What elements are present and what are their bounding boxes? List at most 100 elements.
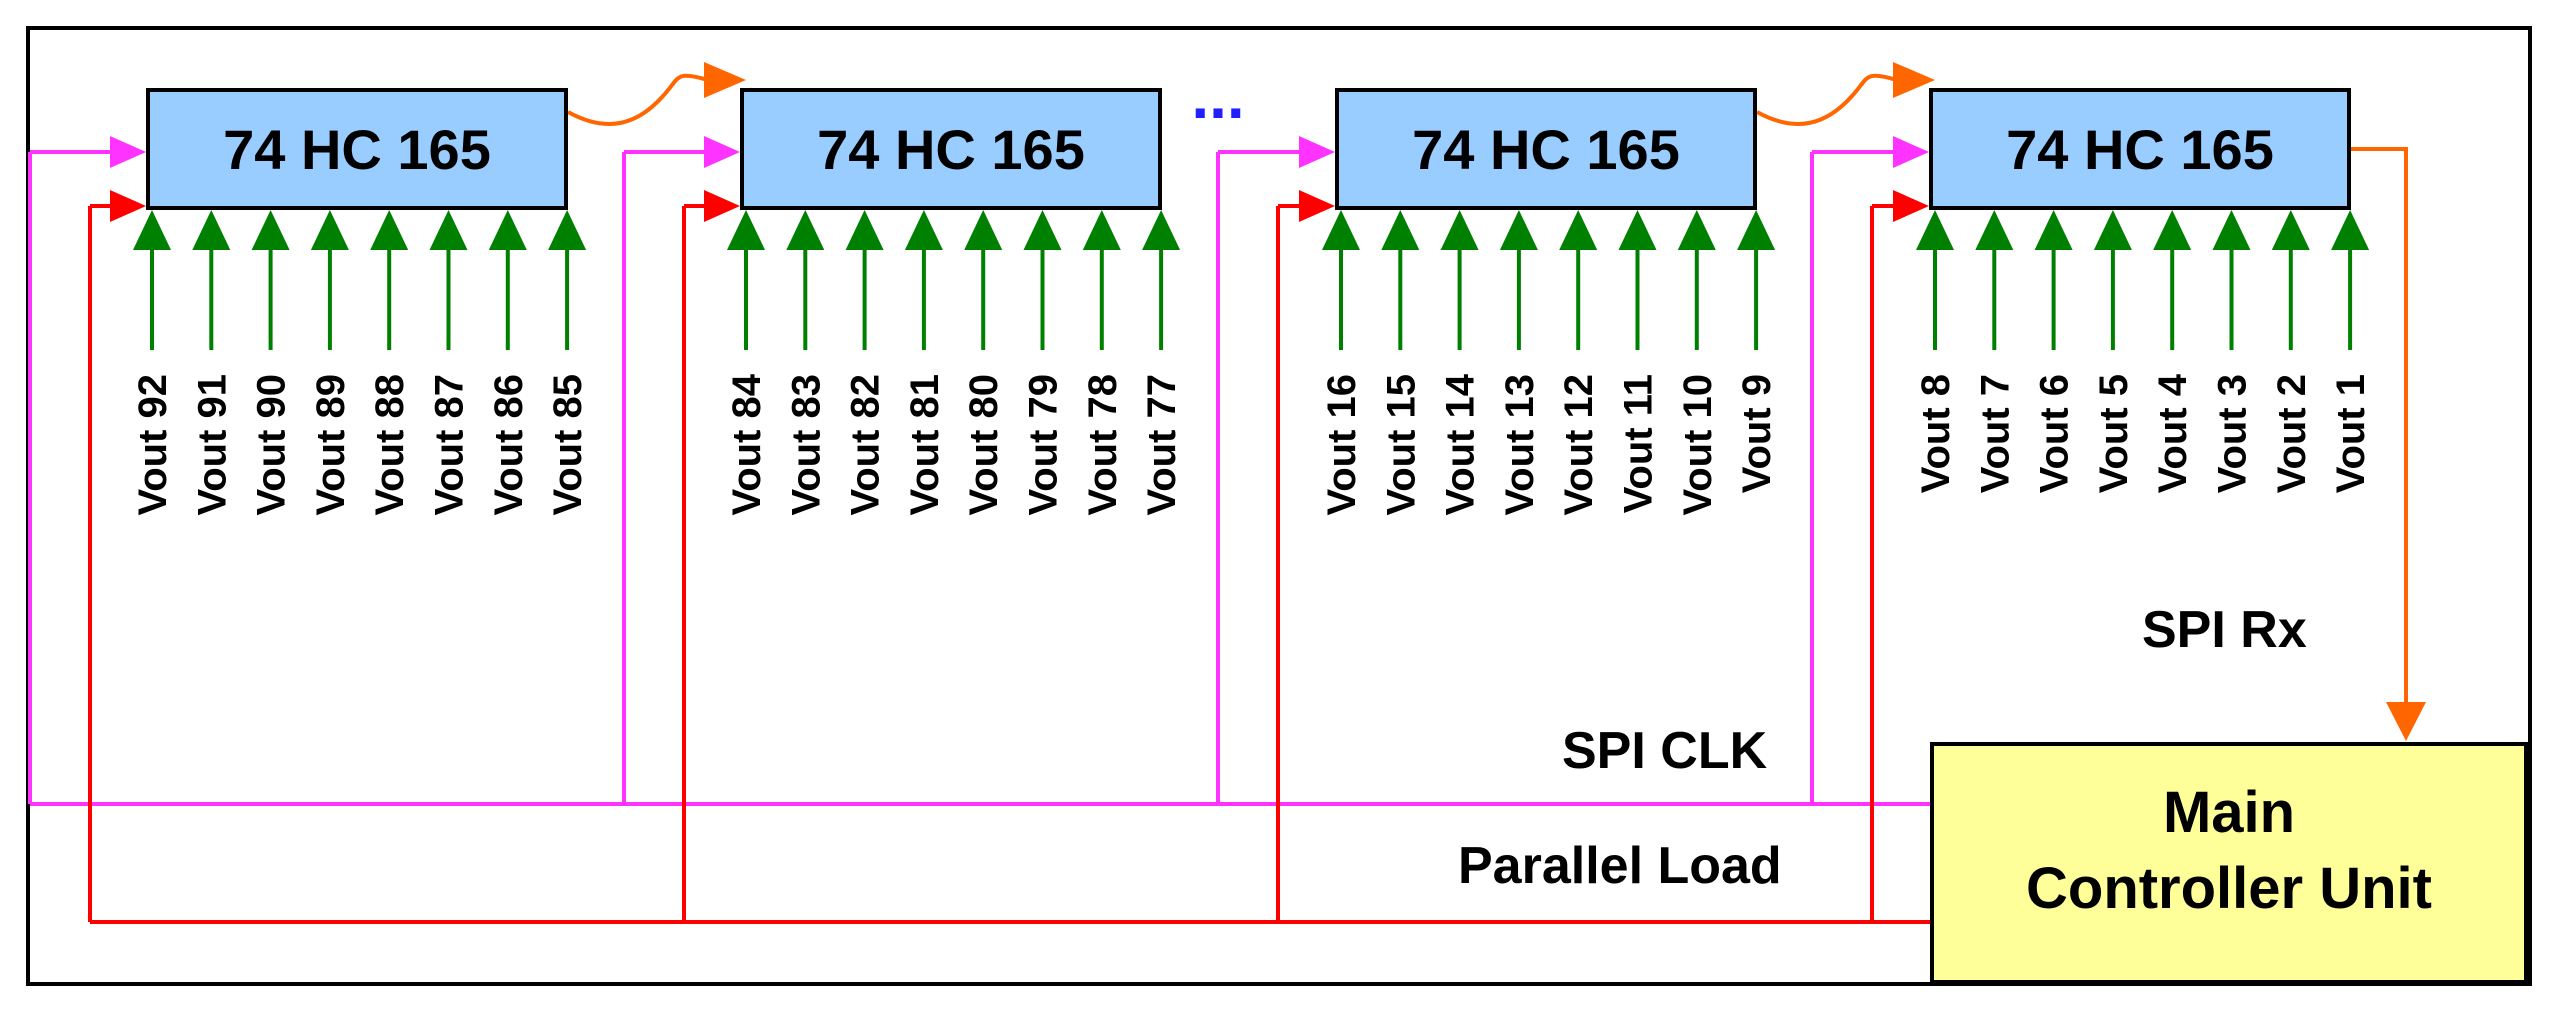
vout-label: Vout 6	[2033, 374, 2077, 493]
input-arrowhead	[845, 210, 884, 250]
chip-label: 74 HC 165	[223, 118, 491, 181]
input-arrowhead	[2153, 210, 2192, 250]
input-arrowhead	[310, 210, 349, 250]
input-arrowhead	[1322, 210, 1360, 250]
input-arrowhead	[133, 210, 171, 250]
input-arrowhead	[1677, 210, 1716, 250]
vout-label: Vout 10	[1676, 374, 1720, 516]
vout-label: Vout 77	[1140, 374, 1184, 516]
vout-label: Vout 13	[1498, 374, 1542, 516]
controller-box	[1930, 742, 2528, 984]
vout-label: Vout 1	[2329, 374, 2373, 493]
parallel-load-arrowhead	[1893, 190, 1929, 222]
input-arrowhead	[1737, 210, 1776, 250]
vout-label: Vout 3	[2211, 374, 2255, 493]
input-arrowhead	[1499, 210, 1538, 250]
vout-label: Vout 90	[250, 374, 294, 516]
vout-label: Vout 91	[190, 374, 234, 516]
vout-label: Vout 86	[487, 374, 531, 516]
input-arrowhead	[251, 210, 290, 250]
input-arrowhead	[1023, 210, 1062, 250]
serial-data-link	[567, 73, 709, 126]
controller-label-line1: Main	[2163, 780, 2295, 845]
input-arrowhead	[1082, 210, 1121, 250]
parallel-load-arrowhead	[110, 190, 146, 222]
input-arrowhead	[1440, 210, 1479, 250]
vout-label: Vout 89	[309, 374, 353, 516]
spi-rx-line	[2349, 147, 2408, 705]
chip-body	[146, 88, 568, 210]
input-arrowhead	[429, 210, 468, 250]
vout-label: Vout 81	[903, 374, 947, 516]
chip-body	[740, 88, 1162, 210]
vout-label: Vout 16	[1320, 374, 1364, 516]
vout-label: Vout 15	[1379, 374, 1423, 516]
serial-data-arrowhead	[704, 62, 746, 98]
vout-label: Vout 79	[1022, 374, 1066, 516]
vout-label: Vout 7	[1973, 374, 2017, 493]
parallel-load-arrowhead	[1299, 190, 1335, 222]
vout-label: Vout 83	[784, 374, 828, 516]
input-arrowhead	[1618, 210, 1657, 250]
vout-label: Vout 12	[1557, 374, 1601, 516]
spi-clk-arrowhead	[704, 136, 740, 168]
chip-body	[1929, 88, 2351, 210]
chip-label: 74 HC 165	[817, 118, 1085, 181]
vout-label: Vout 5	[2092, 374, 2136, 493]
input-arrowhead	[192, 210, 231, 250]
wires-layer	[28, 62, 2426, 924]
serial-data-arrowhead	[1893, 62, 1935, 98]
input-arrowhead	[488, 210, 527, 250]
input-arrowhead	[548, 210, 587, 250]
input-arrowhead	[727, 210, 765, 250]
spi-rx-label: SPI Rx	[2142, 601, 2307, 659]
input-arrowhead	[1975, 210, 2014, 250]
vout-label: Vout 87	[428, 374, 472, 516]
spi-clk-arrowhead	[1893, 136, 1929, 168]
input-arrowhead	[904, 210, 943, 250]
input-arrowhead	[1381, 210, 1420, 250]
input-arrowhead	[1559, 210, 1598, 250]
vout-label: Vout 8	[1914, 374, 1958, 493]
parallel-load-arrowhead	[704, 190, 740, 222]
spi-rx-arrowhead	[2386, 702, 2426, 741]
input-arrowhead	[1916, 210, 1954, 250]
input-arrowhead	[2331, 210, 2370, 250]
main-controller-unit: Main Controller Unit	[1930, 742, 2528, 984]
serial-data-link	[1756, 73, 1898, 126]
input-arrowhead	[1142, 210, 1181, 250]
vout-label: Vout 2	[2270, 374, 2314, 493]
parallel-load-label: Parallel Load	[1458, 837, 1782, 895]
chip-body	[1335, 88, 1757, 210]
input-arrowhead	[2034, 210, 2073, 250]
vout-label: Vout 82	[844, 374, 888, 516]
chain-ellipsis: ...	[1191, 60, 1244, 132]
vout-label: Vout 78	[1081, 374, 1125, 516]
vout-label: Vout 85	[546, 374, 590, 516]
input-arrowhead	[2271, 210, 2310, 250]
vout-label: Vout 4	[2151, 373, 2195, 493]
input-arrowhead	[2212, 210, 2251, 250]
chip-label: 74 HC 165	[1412, 118, 1680, 181]
vout-label: Vout 88	[368, 374, 412, 516]
vout-label: Vout 11	[1617, 374, 1661, 513]
spi-clk-label: SPI CLK	[1562, 722, 1768, 780]
chip-label: 74 HC 165	[2006, 118, 2274, 181]
spi-clk-arrowhead	[1299, 136, 1335, 168]
vout-label: Vout 92	[131, 374, 175, 516]
controller-label-line2: Controller Unit	[2026, 856, 2432, 921]
input-arrowhead	[2093, 210, 2132, 250]
input-arrowhead	[786, 210, 825, 250]
vout-label: Vout 9	[1735, 374, 1779, 493]
vout-label: Vout 80	[962, 374, 1006, 516]
vout-label: Vout 84	[725, 373, 769, 515]
input-arrowhead	[964, 210, 1003, 250]
vout-label: Vout 14	[1439, 373, 1483, 515]
spi-clk-arrowhead	[110, 136, 146, 168]
